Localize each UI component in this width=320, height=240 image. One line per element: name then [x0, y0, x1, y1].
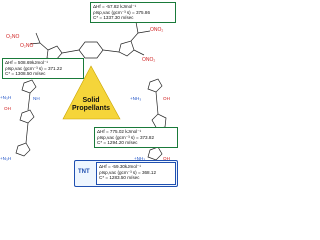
info-box-tnt: ΔHf = -59.30kJmol⁻¹ ρIsp,vac (gcm⁻³ s) =… [96, 162, 176, 185]
center-title: Solid Propellants [65, 97, 117, 112]
bottom-left-molecule [15, 79, 37, 157]
top-left-dh: ΔHf = 508.69kJmol⁻¹ [5, 60, 48, 65]
label-no2-left: O₂NO [20, 43, 33, 49]
center-title-line2: Propellants [71, 104, 111, 112]
tnt-label: TNT [78, 169, 90, 175]
label-n3h-left: +N₃H [0, 95, 11, 100]
label-oh-right: OH [163, 96, 170, 101]
label-ono2-bottomright: ONO₂ [142, 57, 155, 63]
label-n3h-left2: +N₃H [0, 156, 11, 161]
label-plusnh3-right2: +NH₃ [134, 156, 145, 161]
top-right-c: C* = 1337.30 m/sec [93, 15, 134, 21]
top-right-dh: ΔHf = -57.82 kJmol⁻¹ [93, 4, 137, 9]
top-left-isp: ρIsp,vac (gcm⁻³ s) = 371.22 [5, 65, 62, 71]
tnt-isp: ρIsp,vac (gcm⁻³ s) = 368.12 [99, 169, 156, 175]
graphical-abstract: O₂NO O₂NO ONO₂ ONO₂ ONO₂ ONO₂ +N₃H NH OH… [0, 0, 183, 189]
tnt-dh: ΔHf = -59.30kJmol⁻¹ [99, 164, 141, 169]
label-oh-right2: OH [163, 156, 170, 161]
label-ono2-right: ONO₂ [150, 27, 163, 33]
info-box-top-right: ΔHf = -57.82 kJmol⁻¹ ρIsp,vac (gcm⁻³ s) … [90, 2, 176, 23]
center-triangle [62, 65, 121, 120]
info-box-top-left: ΔHf = 508.69kJmol⁻¹ ρIsp,vac (gcm⁻³ s) =… [2, 58, 84, 79]
center-title-line1: Solid [82, 97, 100, 104]
label-plusnh3-right: +NH₃ [130, 96, 141, 101]
bottom-right-isp: ρIsp,vac (gcm⁻³ s) = 373.82 [97, 134, 154, 140]
label-o2no: O₂NO [6, 34, 19, 40]
bottom-right-c: C* = 1294.20 m/sec [97, 140, 138, 146]
tnt-c: C* = 1283.50 m/sec [99, 175, 140, 181]
info-box-bottom-right: ΔHf = 775.02 kJmol⁻¹ ρIsp,vac (gcm⁻³ s) … [94, 127, 178, 148]
top-left-c: C* = 1308.50 m/sec [5, 71, 46, 77]
top-right-isp: ρIsp,vac (gcm⁻³ s) = 375.86 [93, 9, 150, 15]
label-nh-left: NH [33, 96, 40, 101]
label-oh-left: OH [4, 106, 11, 111]
bottom-right-dh: ΔHf = 775.02 kJmol⁻¹ [97, 129, 142, 134]
